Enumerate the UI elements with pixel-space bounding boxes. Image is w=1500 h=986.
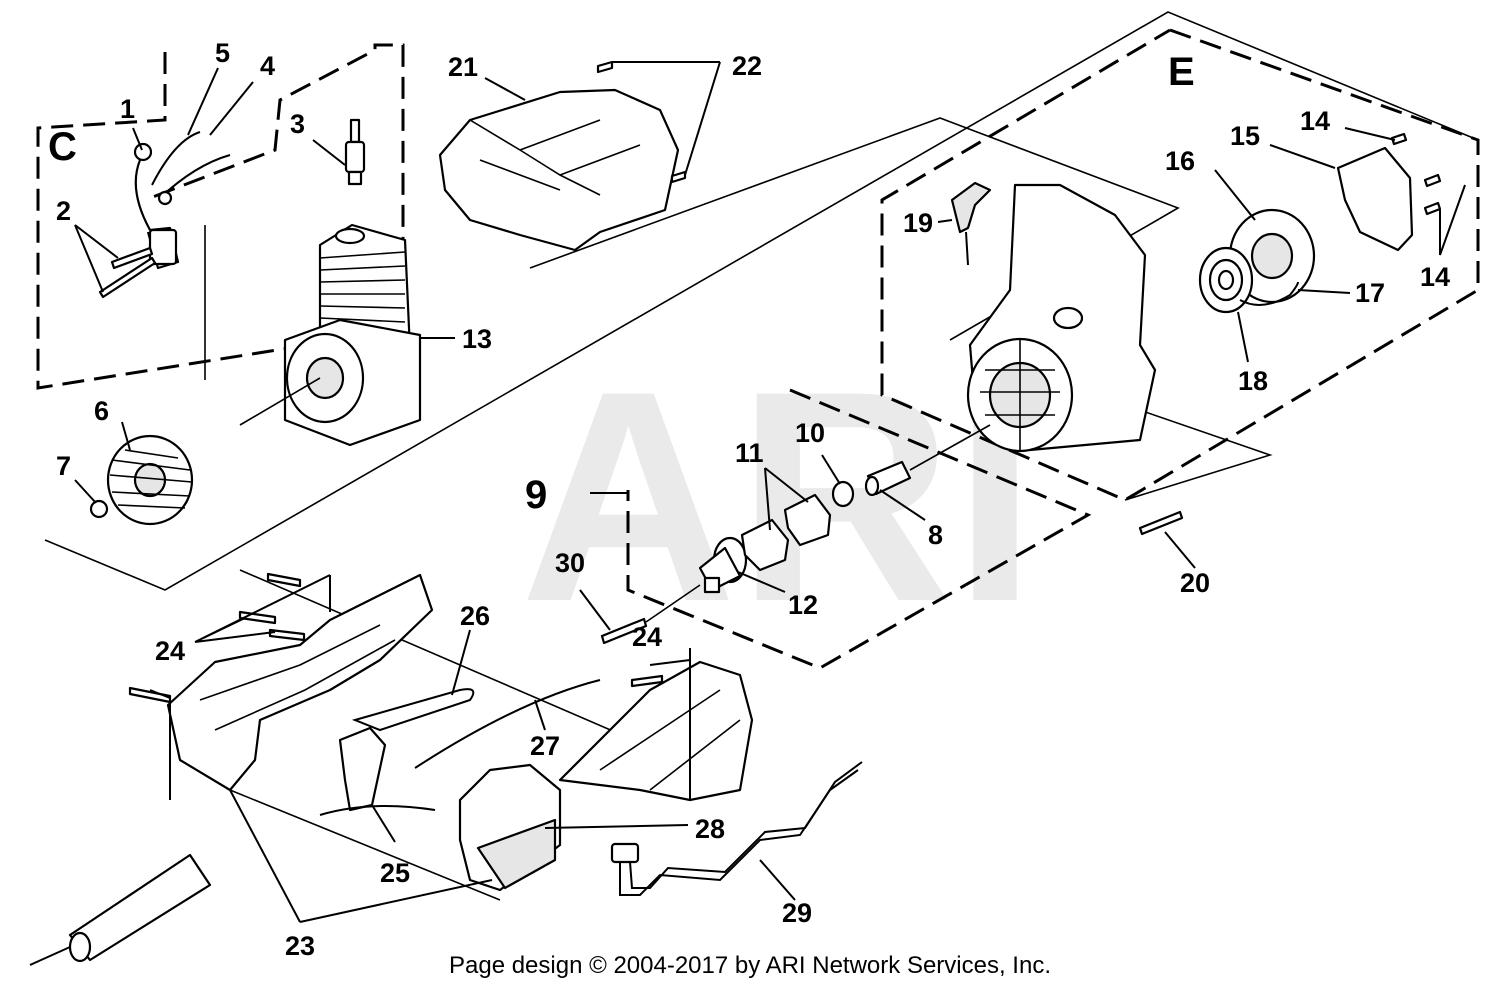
- callout-28: 28: [695, 814, 725, 844]
- callout-29: 29: [782, 898, 812, 928]
- retainer-plate: [1336, 146, 1414, 252]
- starter-rope: [1239, 281, 1299, 306]
- group-c-outline: [36, 43, 405, 390]
- handle-screw-5: [630, 674, 664, 688]
- callout-13: 13: [462, 324, 492, 354]
- cylinder-shroud: [438, 88, 680, 252]
- throttle-trigger: [338, 726, 387, 812]
- callout-14-top: 14: [1300, 106, 1330, 136]
- callout-24-left: 24: [155, 636, 185, 666]
- flywheel: [106, 434, 194, 526]
- callout-7: 7: [56, 451, 71, 481]
- housing-screw: [1138, 510, 1184, 536]
- callout-14-right: 14: [1420, 262, 1450, 292]
- drive-shaft: [600, 617, 648, 645]
- coil-screws: [98, 246, 157, 299]
- throttle-handle-right: [458, 763, 562, 892]
- callout-25: 25: [380, 858, 410, 888]
- callout-16: 16: [1165, 146, 1195, 176]
- clutch-shaft: [864, 460, 912, 497]
- flywheel-nut: [89, 499, 109, 519]
- plate-screw-right-2: [1423, 201, 1442, 216]
- callout-10: 10: [795, 418, 825, 448]
- callout-24-right: 24: [632, 622, 662, 652]
- engine-assembly: [239, 223, 422, 447]
- callout-5: 5: [215, 38, 230, 68]
- throttle-cable: [414, 679, 601, 769]
- shroud-screw-right: [670, 170, 687, 184]
- spark-plug: [344, 118, 366, 186]
- shaft-axis: [645, 584, 701, 623]
- clutch-shoes: [740, 493, 832, 572]
- ignition-coil: [133, 142, 180, 270]
- callout-3: 3: [290, 109, 305, 139]
- boom-tube: [29, 853, 212, 966]
- ground-wire: [151, 131, 231, 199]
- throttle-handle-left: [166, 573, 434, 792]
- callout-17: 17: [1355, 278, 1385, 308]
- callout-11: 11: [735, 438, 764, 468]
- plate-screw-top: [1390, 132, 1408, 146]
- callout-15: 15: [1230, 121, 1260, 151]
- driveshaft-axis: [909, 424, 991, 471]
- section-e-label: E: [1168, 50, 1195, 94]
- wire-terminal: [157, 190, 173, 206]
- callout-18: 18: [1238, 366, 1268, 396]
- callout-23: 23: [285, 931, 315, 961]
- stop-switch: [610, 842, 640, 864]
- section-c-label: C: [48, 125, 77, 169]
- callout-12: 12: [788, 590, 818, 620]
- callout-6: 6: [94, 396, 109, 426]
- trigger-lock: [351, 688, 475, 732]
- callout-22: 22: [732, 51, 762, 81]
- callout-27: 27: [530, 731, 560, 761]
- callout-4: 4: [260, 51, 275, 81]
- watermark: ARI: [520, 328, 1037, 664]
- switch-wires-2: [629, 761, 863, 889]
- boom-housing: [558, 660, 754, 802]
- starter-handle: [950, 181, 992, 266]
- starter-housing: [966, 183, 1157, 453]
- handle-screw-3: [268, 628, 306, 642]
- group-9-outline: [626, 388, 1092, 670]
- leader-lines: [74, 61, 1466, 923]
- callout-2: 2: [56, 196, 71, 226]
- copyright-footer: Page design © 2004-2017 by ARI Network S…: [449, 952, 1051, 979]
- callout-1: 1: [120, 94, 135, 124]
- drive-adapter: [698, 536, 748, 594]
- callout-21: 21: [448, 52, 478, 82]
- callout-8: 8: [928, 520, 943, 550]
- handle-screw-1: [266, 572, 302, 588]
- callout-20: 20: [1180, 568, 1210, 598]
- callout-26: 26: [460, 601, 490, 631]
- plate-screw-right-1: [1423, 173, 1442, 188]
- clutch-washer: [831, 480, 855, 508]
- shroud-screw-top: [596, 60, 614, 74]
- callout-30: 30: [555, 548, 585, 578]
- engine-frame: [44, 11, 1479, 591]
- recoil-spring: [1198, 246, 1254, 314]
- callout-9: 9: [525, 473, 547, 517]
- callout-19: 19: [903, 208, 933, 238]
